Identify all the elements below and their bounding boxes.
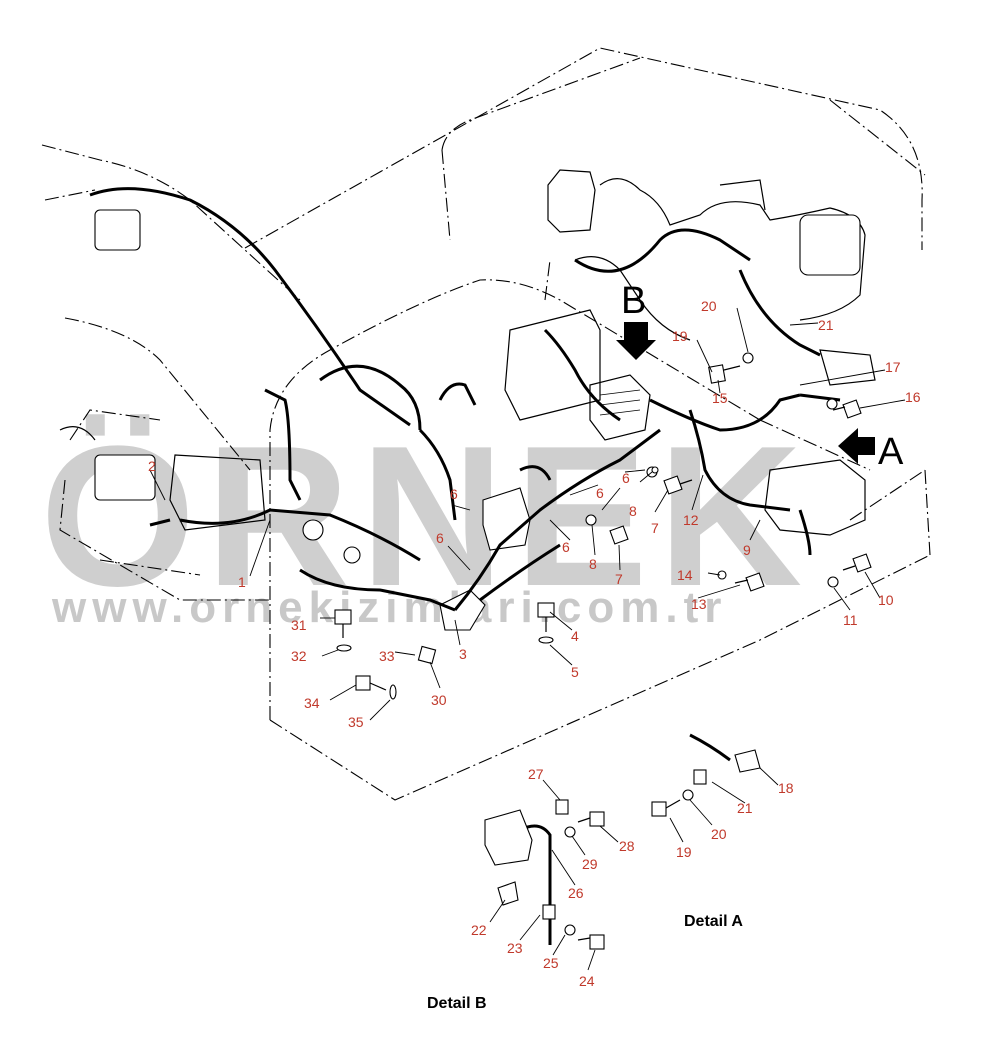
callout-29: 29 [582, 856, 598, 872]
callout-10: 10 [878, 592, 894, 608]
callout-3: 3 [459, 646, 467, 662]
callout-32: 32 [291, 648, 307, 664]
callout-33: 33 [379, 648, 395, 664]
callout-16: 16 [905, 389, 921, 405]
callout-18: 18 [778, 780, 794, 796]
callout-28: 28 [619, 838, 635, 854]
watermark: ÖRNEK www.ornekizimlari.com.tr [40, 405, 812, 632]
callout-19-a: 19 [672, 328, 688, 344]
callout-1: 1 [238, 574, 246, 590]
callout-4: 4 [571, 628, 579, 644]
view-marker-b: B [616, 280, 656, 360]
fasteners [334, 352, 872, 950]
callout-26: 26 [568, 885, 584, 901]
callout-8-a: 8 [629, 503, 637, 519]
callout-15: 15 [712, 390, 728, 406]
callout-12: 12 [683, 512, 699, 528]
callout-27: 27 [528, 766, 544, 782]
callout-5: 5 [571, 664, 579, 680]
callout-21-b: 21 [737, 800, 753, 816]
callout-7-b: 7 [615, 571, 623, 587]
callout-7-a: 7 [651, 520, 659, 536]
wire-harness [89, 187, 841, 945]
callout-23: 23 [507, 940, 523, 956]
callout-11: 11 [843, 612, 858, 628]
callout-6-b: 6 [436, 530, 444, 546]
callout-6-c: 6 [562, 539, 570, 555]
callout-8-b: 8 [589, 556, 597, 572]
callout-20-a: 20 [701, 298, 717, 314]
callout-2: 2 [148, 458, 156, 474]
callout-21-a: 21 [818, 317, 834, 333]
view-letter-b: B [621, 280, 646, 322]
callout-25: 25 [543, 955, 559, 971]
callout-9: 9 [743, 542, 751, 558]
callout-6-d: 6 [596, 485, 604, 501]
callout-24: 24 [579, 973, 595, 989]
callout-20-b: 20 [711, 826, 727, 842]
callout-6-e: 6 [622, 470, 630, 486]
engine-components [59, 169, 876, 631]
leader-lines [149, 307, 906, 971]
callout-19-b: 19 [676, 844, 692, 860]
callout-34: 34 [304, 695, 320, 711]
view-letter-a: A [878, 431, 904, 473]
callout-6-a: 6 [450, 486, 458, 502]
detail-a-label: Detail A [684, 913, 743, 930]
callout-35: 35 [348, 714, 364, 730]
machine-outline [41, 47, 931, 801]
arrow-down-icon [616, 322, 656, 360]
arrow-left-icon [838, 428, 875, 464]
watermark-brand: ÖRNEK [40, 405, 812, 628]
callout-numbers: 1 2 3 4 5 6 6 6 6 6 7 7 8 8 9 10 11 12 1… [148, 298, 921, 989]
detail-b-label: Detail B [427, 995, 487, 1012]
callout-22: 22 [471, 922, 487, 938]
callout-14: 14 [677, 567, 693, 583]
view-marker-a: A [838, 428, 904, 473]
callout-30: 30 [431, 692, 447, 708]
callout-31: 31 [291, 617, 307, 633]
callout-13: 13 [691, 596, 707, 612]
callout-17: 17 [885, 359, 901, 375]
